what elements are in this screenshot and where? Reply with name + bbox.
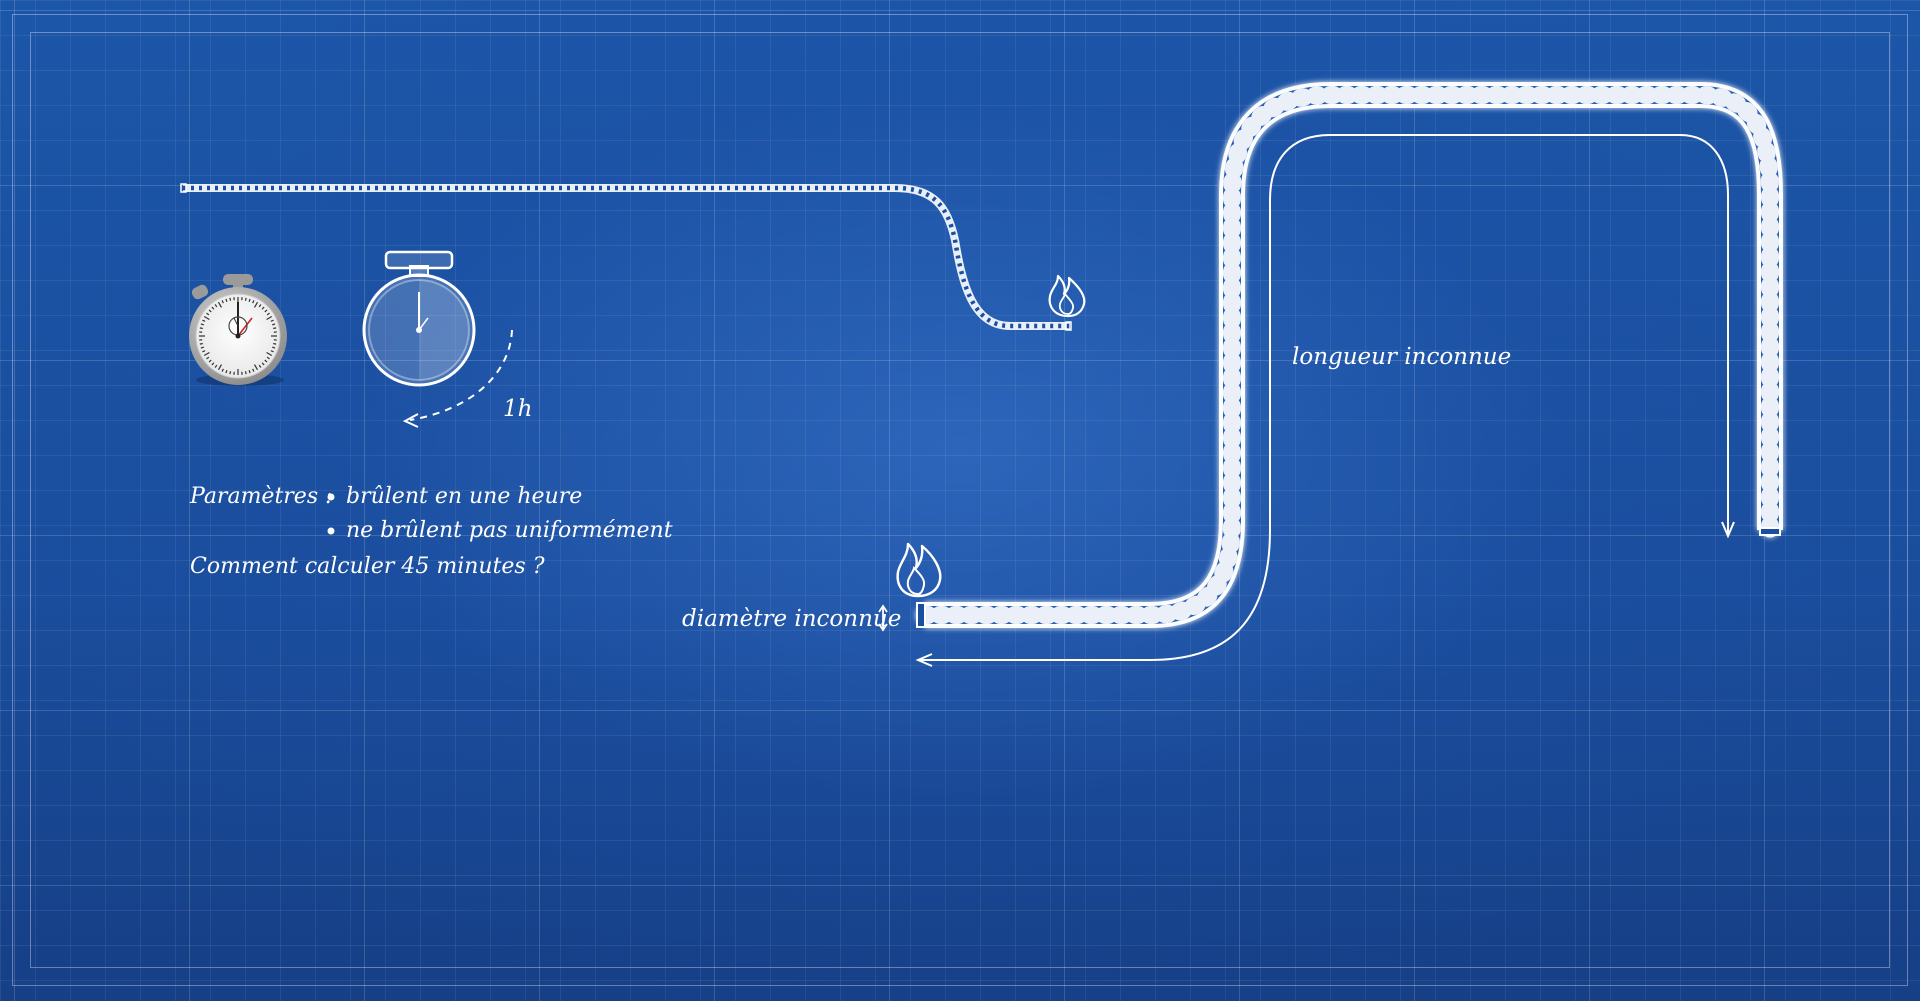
bullet	[327, 527, 335, 535]
stopwatch-tick	[272, 323, 276, 326]
stopwatch-tick	[261, 362, 265, 366]
stopwatch-tick	[266, 315, 273, 321]
stopwatch-tick	[206, 356, 210, 360]
stopwatch-tick	[273, 342, 277, 345]
rope-end-right	[1759, 527, 1781, 536]
stopwatch-tick	[266, 351, 273, 357]
stopwatch-tick	[217, 301, 223, 308]
stopwatch-tick	[211, 362, 215, 366]
stopwatch-tick	[248, 370, 251, 374]
stopwatch-tick	[261, 306, 265, 310]
stopwatch-tick	[208, 359, 212, 363]
stopwatch-tick	[244, 371, 247, 375]
param-item: ne brûlent pas uniformément	[346, 518, 673, 543]
stopwatch-tick	[258, 304, 262, 308]
stopwatch-tick	[203, 315, 210, 321]
stopwatch-tick	[270, 319, 274, 322]
stopwatch-tick	[252, 300, 255, 304]
stopwatch-tick	[211, 306, 215, 310]
stopwatch-tick	[214, 364, 218, 368]
diameter-label: diamètre inconnue	[682, 606, 902, 632]
stopwatch-tick	[248, 298, 251, 302]
stopwatch-tick	[244, 297, 247, 301]
stopwatch-tick	[266, 356, 270, 360]
stopwatch-tick	[206, 312, 210, 316]
stopwatch-tick	[217, 364, 223, 371]
stopwatch-tick	[200, 323, 204, 326]
stopwatch-tick	[200, 346, 204, 349]
stopwatch-tick	[264, 359, 268, 363]
stopwatch-tick	[225, 298, 228, 302]
stopwatch-icon	[189, 274, 287, 386]
stopwatch-tick	[229, 371, 232, 375]
stopwatch-tick	[199, 342, 203, 345]
length-label: longueur inconnue	[1292, 344, 1512, 370]
arrow-icon	[1721, 521, 1735, 539]
stopwatch-tick	[272, 346, 276, 349]
stopwatch-tick	[258, 364, 262, 368]
stopwatch-tick	[202, 319, 206, 322]
param-item: brûlent en une heure	[346, 484, 583, 509]
stopwatch-tick	[253, 364, 259, 371]
stopwatch-tick	[203, 351, 210, 357]
stopwatch-tick	[208, 309, 212, 313]
timer-icon	[362, 250, 513, 428]
flame-icon	[896, 542, 942, 598]
params-title: Paramètres :	[190, 484, 333, 509]
rope-end-left	[916, 602, 926, 628]
stopwatch-tick	[229, 297, 232, 301]
stopwatch-tick	[202, 350, 206, 353]
question-text: Comment calculer 45 minutes ?	[190, 554, 545, 579]
stopwatch-tick	[253, 301, 259, 308]
thick-rope	[916, 82, 1783, 628]
stopwatch-tick	[221, 368, 224, 372]
stopwatch-tick	[264, 309, 268, 313]
stopwatch-tick	[225, 370, 228, 374]
stopwatch-tick	[221, 300, 224, 304]
one-hour-label: 1h	[503, 396, 533, 422]
length-arrow	[915, 134, 1735, 667]
diameter-arrow-icon	[878, 604, 888, 632]
stopwatch-tick	[252, 368, 255, 372]
stopwatch-tick	[266, 312, 270, 316]
stopwatch-tick	[273, 327, 277, 330]
thin-rope	[180, 183, 1072, 331]
bullet	[327, 493, 335, 501]
stopwatch-tick	[214, 304, 218, 308]
stopwatch-tick	[270, 350, 274, 353]
stopwatch-tick	[199, 327, 203, 330]
flame-icon	[1048, 274, 1086, 318]
